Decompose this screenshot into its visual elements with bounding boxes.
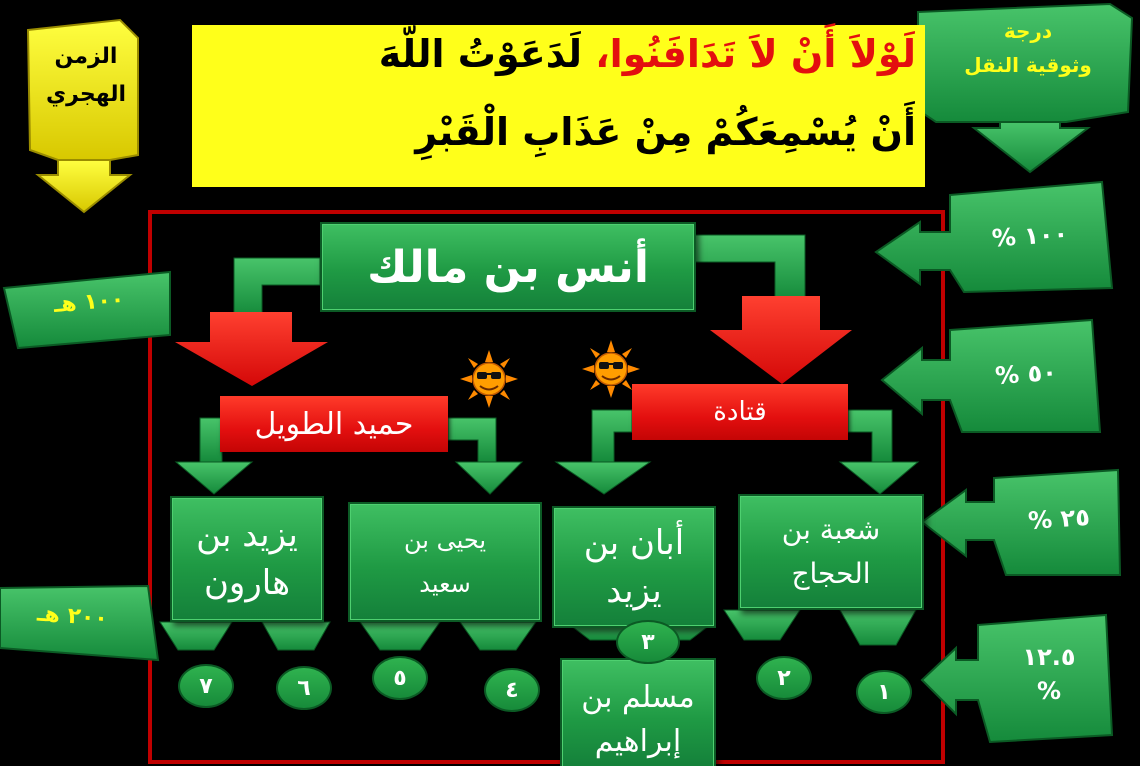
reliability-label: درجة وثوقية النقل: [964, 19, 1092, 77]
chain-number-1: ١: [856, 670, 912, 714]
hadith-line-2: أَنْ يُسْمِعَكُمْ مِنْ عَذَابِ الْقَبْرِ: [415, 110, 916, 154]
node-anas-ibn-malik: أنس بن مالك: [320, 222, 696, 312]
node-qatada: قتادة: [632, 384, 848, 440]
node-humaid-al-tawil: حميد الطويل: [220, 396, 448, 452]
sun-sunglasses-icon: [460, 350, 518, 408]
right-label-arrow: [917, 2, 1134, 174]
diagram-frame: [148, 210, 945, 764]
node-yazid-ibn-harun: يزيد بن هارون: [170, 496, 324, 622]
percent-12-5: ١٢.٥ %: [1022, 643, 1076, 705]
chain-number-5: ٥: [372, 656, 428, 700]
hijri-time-label: الزمن الهجري: [45, 44, 127, 107]
timeline-200-shape: [0, 584, 160, 662]
node-yahya-ibn-said: يحيى بن سعيد: [348, 502, 542, 622]
chain-number-4: ٤: [484, 668, 540, 712]
chain-number-7: ٧: [178, 664, 234, 708]
node-shuba-ibn-al-hajjaj: شعبة بن الحجاج: [738, 494, 924, 610]
node-aban-ibn-yazid: أبان بن يزيد: [552, 506, 716, 628]
chain-number-3: ٣: [616, 620, 680, 664]
hadith-banner: [192, 25, 925, 187]
hadith-line-1: لَوْلاَ أَنْ لاَ تَدَافَنُوا، لَدَعَوْتُ…: [200, 32, 916, 76]
timeline-100-shape: [2, 270, 171, 350]
left-label-arrow: [26, 18, 139, 214]
hadith-red-text: لَوْلاَ أَنْ لاَ تَدَافَنُوا،: [595, 32, 916, 76]
hadith-black-text: لَدَعَوْتُ اللَّهَ: [378, 32, 582, 76]
chain-number-2: ٢: [756, 656, 812, 700]
sun-sunglasses-icon: [582, 340, 640, 398]
node-muslim-ibn-ibrahim: مسلم بن إبراهيم: [560, 658, 716, 766]
chain-number-6: ٦: [276, 666, 332, 710]
percent-arrows: [874, 180, 1122, 744]
